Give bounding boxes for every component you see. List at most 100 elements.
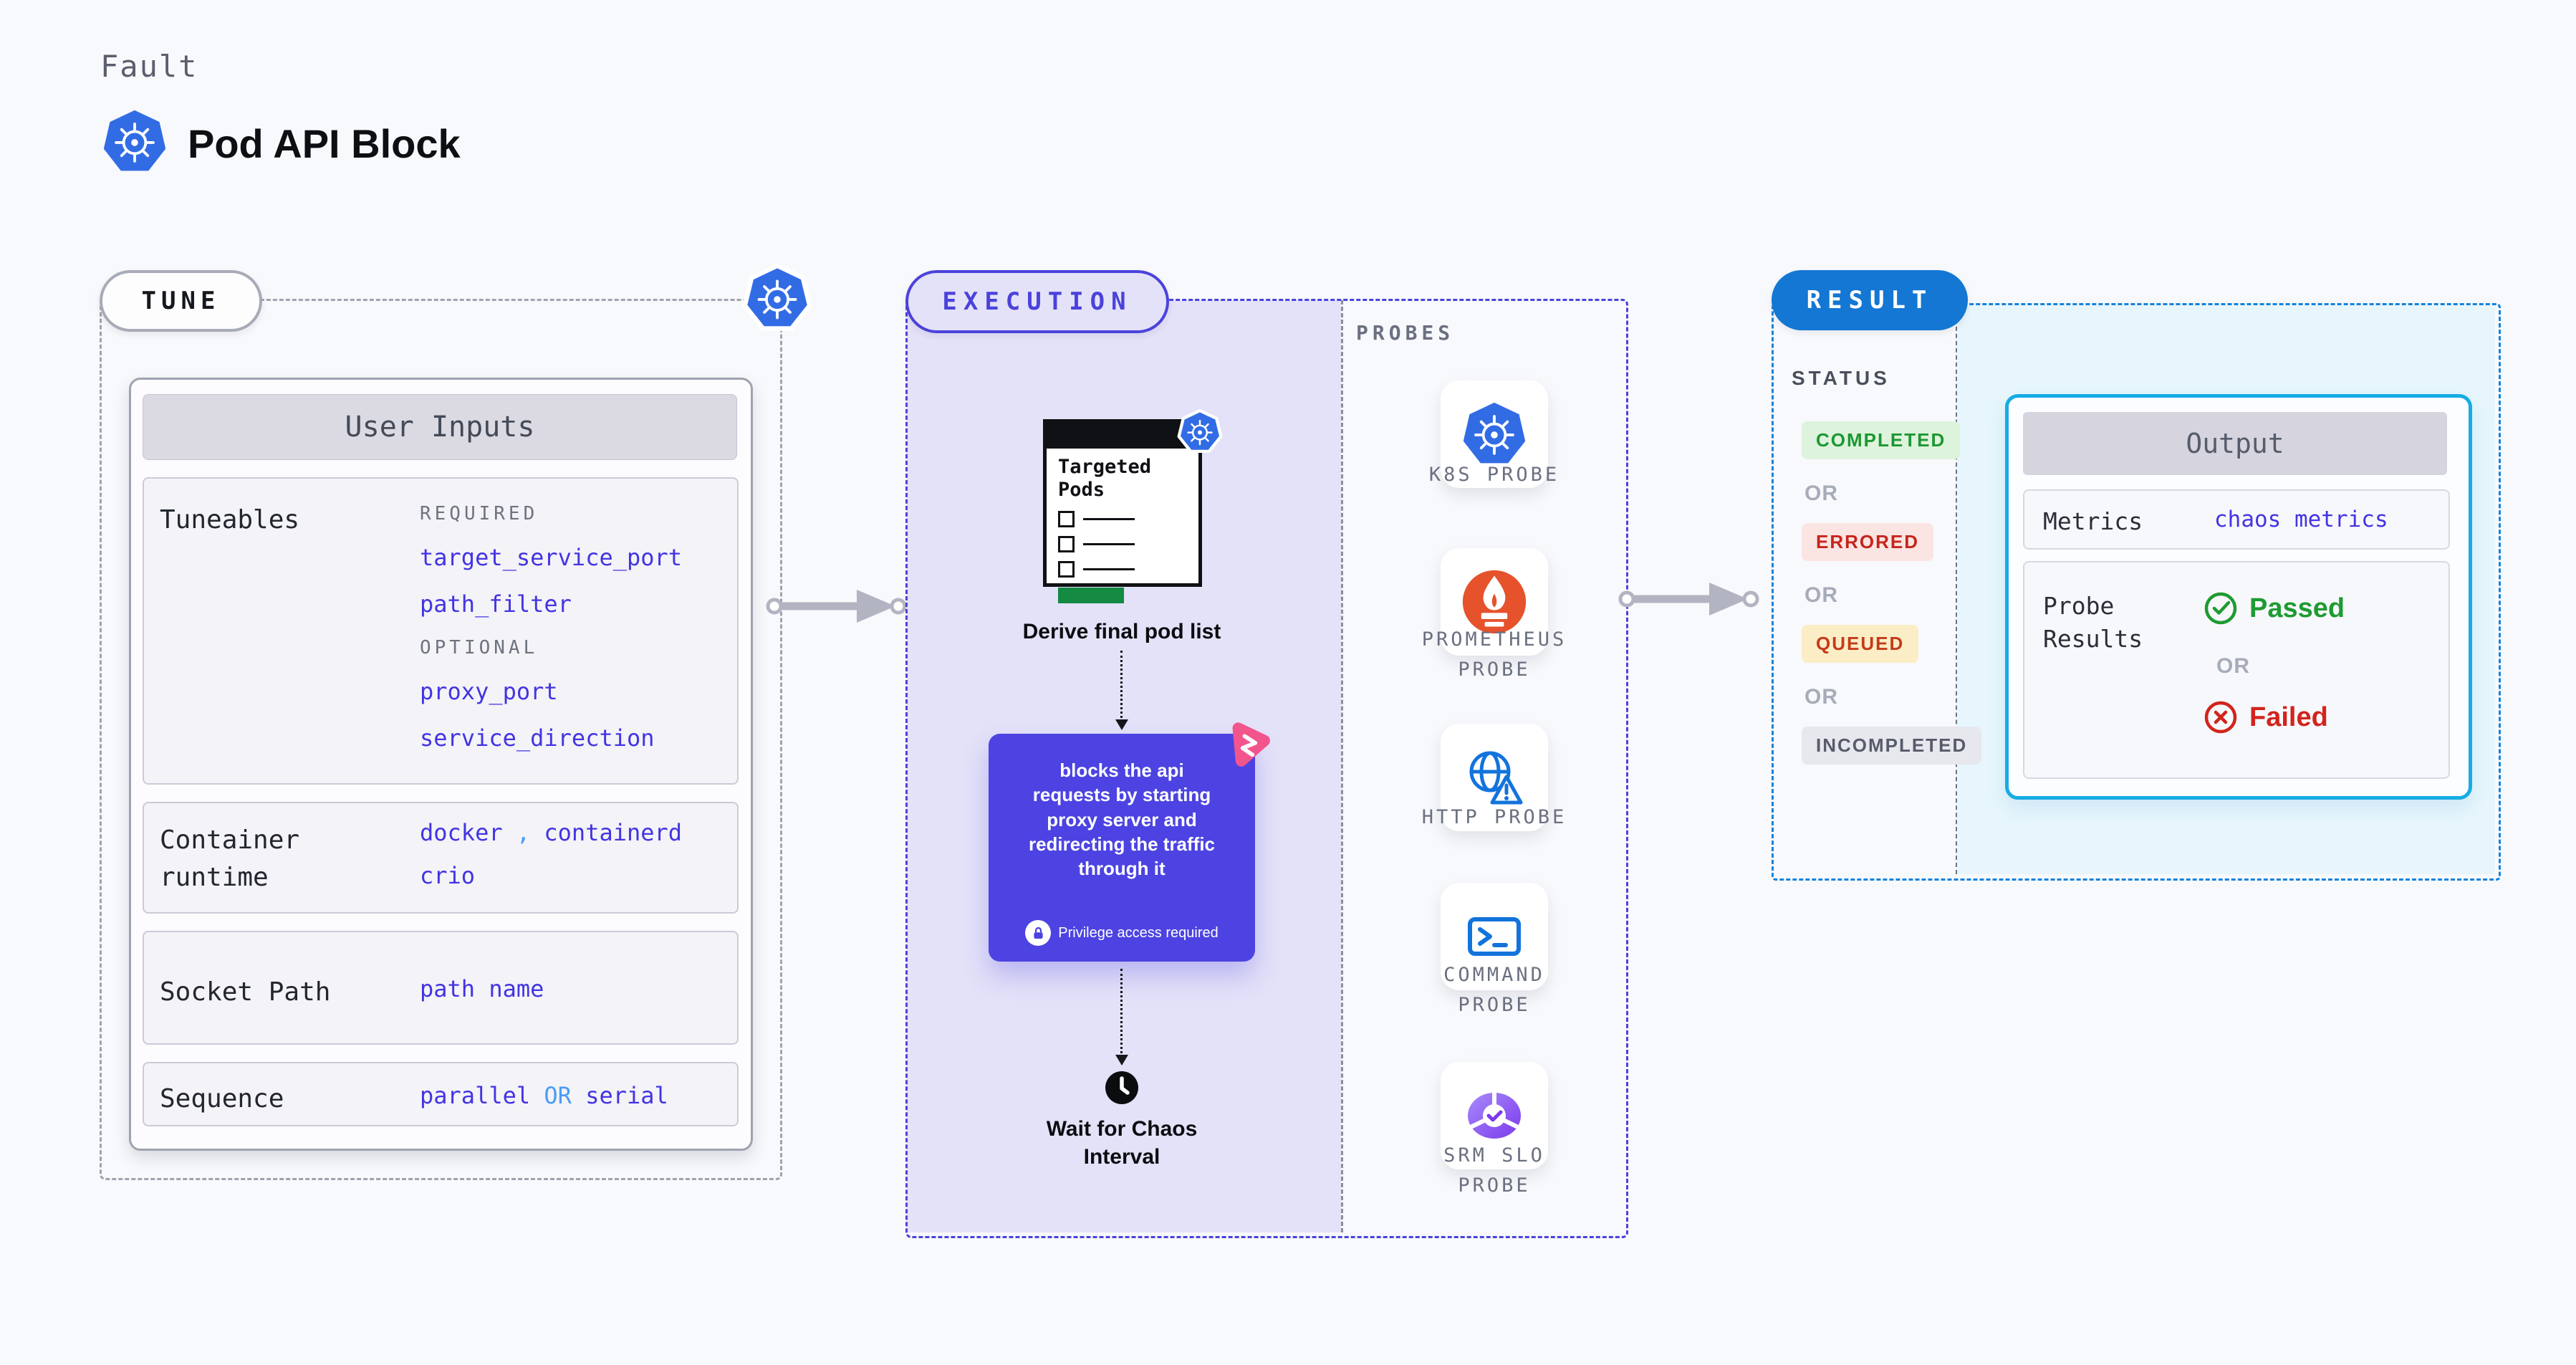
- tune-pill: TUNE: [100, 270, 262, 332]
- execution-pill: EXECUTION: [905, 270, 1169, 333]
- passed-label: Passed: [2249, 593, 2345, 623]
- socket-path-label: Socket Path: [160, 977, 331, 1007]
- clipboard-top-bar: [1047, 423, 1198, 449]
- targeted-pods-title: Targeted Pods: [1058, 456, 1152, 502]
- optional-heading: OPTIONAL: [420, 637, 539, 658]
- metrics-label: Metrics: [2043, 507, 2143, 535]
- checkbox-icon: [1058, 560, 1075, 578]
- description-line: redirecting the traffic: [1028, 833, 1216, 855]
- probes-divider: [1341, 300, 1343, 1232]
- sequence-label: Sequence: [160, 1084, 284, 1113]
- list-line: [1083, 542, 1135, 545]
- sequence-option-b: serial: [585, 1082, 668, 1109]
- tuneables-row: Tuneables REQUIRED target_service_port p…: [143, 477, 739, 785]
- user-inputs-title: User Inputs: [345, 411, 535, 444]
- status-badge-errored: ERRORED: [1802, 523, 1934, 561]
- kubernetes-icon: [100, 107, 169, 176]
- probe-card-prometheus: [1441, 548, 1548, 656]
- or-label: OR: [1804, 685, 1838, 709]
- status-badge-incompleted: INCOMPLETED: [1802, 727, 1982, 765]
- targeted-pods-clipboard: Targeted Pods: [1043, 419, 1202, 603]
- green-progress-bar: [1058, 587, 1124, 603]
- or-label: OR: [1804, 583, 1838, 607]
- probe-card-k8s: [1441, 380, 1548, 488]
- connector-arrowhead: [1115, 719, 1128, 730]
- check-circle-icon: [2203, 591, 2238, 626]
- or-label: OR: [1804, 482, 1838, 505]
- probe-label: HTTP PROBE: [1421, 806, 1567, 828]
- clock-icon: [1105, 1071, 1139, 1105]
- fault-eyebrow: Fault: [100, 49, 198, 84]
- status-badge-queued: QUEUED: [1802, 625, 1919, 663]
- x-circle-icon: [2203, 700, 2238, 734]
- user-inputs-header: User Inputs: [143, 394, 737, 460]
- probe-label: K8S PROBE: [1428, 464, 1560, 486]
- kubernetes-corner-icon: [741, 262, 814, 335]
- tuneable-optional-item: proxy_port: [420, 678, 558, 705]
- probe-results-row: Probe Results Passed OR Failed: [2023, 561, 2450, 779]
- container-runtime-row: Container runtime docker , containerd cr…: [143, 802, 739, 914]
- result-pill-label: RESULT: [1806, 286, 1933, 315]
- result-divider: [1956, 305, 1957, 874]
- tune-panel: [100, 299, 782, 1180]
- privilege-note: Privilege access required: [1058, 924, 1219, 941]
- connector-dotted: [1120, 969, 1123, 1053]
- wait-line: Wait for Chaos: [1046, 1117, 1198, 1141]
- status-heading: STATUS: [1792, 367, 1890, 389]
- page-title: Pod API Block: [188, 121, 461, 166]
- privilege-note-row: Privilege access required: [989, 920, 1255, 946]
- metrics-value: chaos metrics: [2214, 507, 2388, 532]
- runtime-crio: crio: [420, 862, 476, 889]
- probe-label: PROMETHEUS PROBE: [1421, 628, 1567, 681]
- tuneable-required-item: path_filter: [420, 590, 572, 618]
- runtime-docker: docker: [420, 819, 503, 846]
- connector-dotted: [1120, 651, 1123, 718]
- pod-checklist: [1058, 510, 1198, 578]
- failed-result: Failed: [2203, 700, 2328, 734]
- sequence-row: Sequence parallel OR serial: [143, 1062, 739, 1126]
- wait-line: Interval: [1083, 1145, 1160, 1169]
- runtime-separator: ,: [516, 819, 531, 846]
- probe-results-label: Probe Results: [2043, 592, 2143, 653]
- checkbox-icon: [1058, 535, 1075, 552]
- list-line: [1083, 517, 1135, 520]
- kubernetes-badge-icon: [1176, 408, 1224, 456]
- connector-arrowhead: [1115, 1055, 1128, 1065]
- tuneable-optional-item: service_direction: [420, 724, 655, 752]
- fault-description-box: blocks the api requests by starting prox…: [989, 734, 1255, 962]
- derive-pod-list-label: Derive final pod list: [1022, 620, 1221, 643]
- wait-chaos-label: Wait for Chaos Interval: [1007, 1115, 1236, 1171]
- fault-description: blocks the api requests by starting prox…: [989, 758, 1255, 881]
- probe-label: COMMAND PROBE: [1443, 964, 1545, 1016]
- description-line: blocks the api: [1059, 760, 1184, 781]
- litmus-chaos-icon: [1219, 715, 1276, 772]
- tune-pill-label: TUNE: [141, 287, 221, 315]
- status-badge-completed: COMPLETED: [1802, 421, 1961, 459]
- probe-card-http: [1441, 724, 1548, 831]
- passed-result: Passed: [2203, 591, 2345, 626]
- container-runtime-label: Container runtime: [160, 825, 300, 893]
- output-box: Output Metrics chaos metrics Probe Resul…: [2005, 394, 2472, 800]
- kubernetes-icon: [1460, 400, 1529, 469]
- tuneables-label: Tuneables: [160, 505, 300, 535]
- sequence-option-a: parallel: [420, 1082, 531, 1109]
- sequence-or: OR: [544, 1082, 572, 1109]
- result-pill: RESULT: [1772, 270, 1968, 330]
- runtime-containerd: containerd: [544, 819, 683, 846]
- list-line: [1083, 567, 1135, 570]
- probe-card-command: [1441, 883, 1548, 990]
- output-title: Output: [2186, 428, 2284, 459]
- probe-label: SRM SLO PROBE: [1443, 1144, 1545, 1197]
- probe-card-srm-slo: [1441, 1062, 1548, 1169]
- execution-panel: [905, 299, 1628, 1238]
- tuneables-values: REQUIRED target_service_port path_filter…: [420, 503, 682, 752]
- output-header: Output: [2023, 412, 2447, 475]
- result-panel: [1772, 303, 2501, 881]
- description-line: through it: [1078, 858, 1166, 880]
- failed-label: Failed: [2249, 701, 2328, 732]
- sequence-value: parallel OR serial: [420, 1082, 668, 1109]
- probes-heading: PROBES: [1356, 321, 1455, 345]
- checkbox-icon: [1058, 510, 1075, 527]
- required-heading: REQUIRED: [420, 503, 539, 525]
- metrics-row: Metrics chaos metrics: [2023, 489, 2450, 550]
